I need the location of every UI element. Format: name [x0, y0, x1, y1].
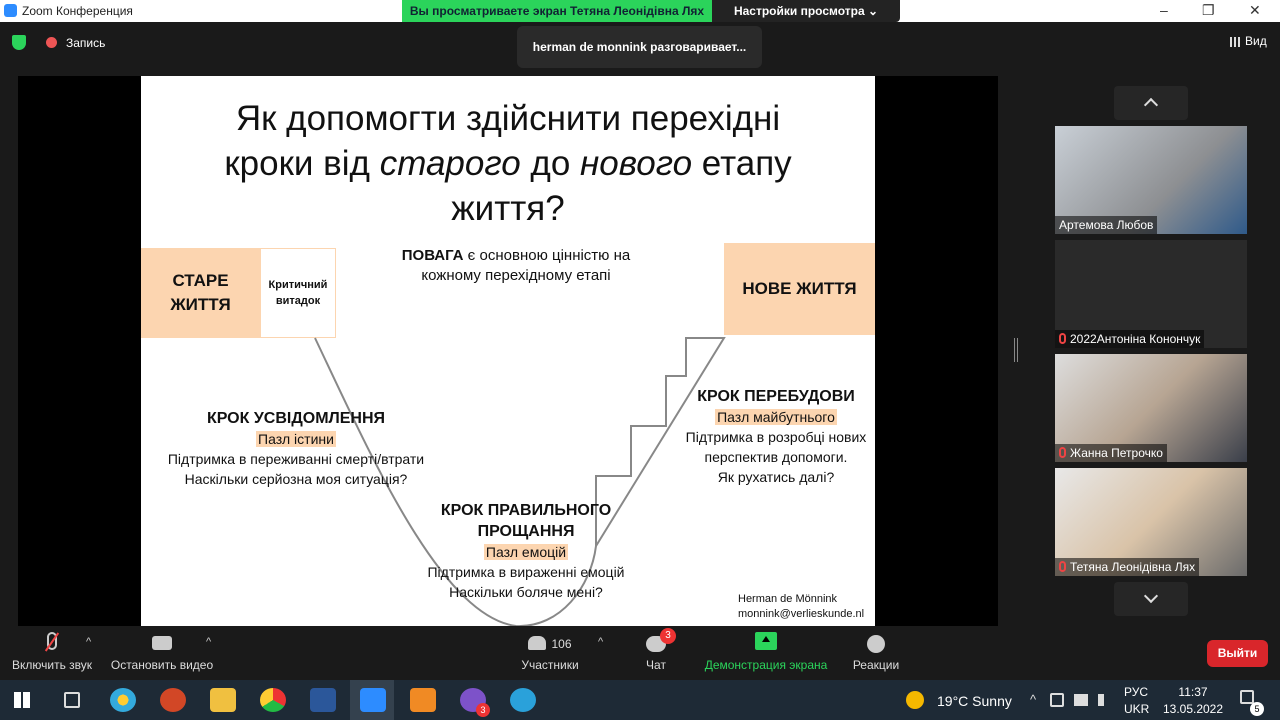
- telegram-icon[interactable]: [510, 688, 536, 712]
- reactions-button[interactable]: Реакции: [850, 632, 902, 672]
- participant-tile[interactable]: Тетяна Леонідівна Лях: [1055, 468, 1247, 576]
- view-button[interactable]: Вид: [1245, 34, 1267, 48]
- stop-video-button[interactable]: Остановить видео: [108, 632, 216, 672]
- chat-badge: 3: [660, 628, 676, 644]
- participant-tile[interactable]: Жанна Петрочко: [1055, 354, 1247, 462]
- network-icon[interactable]: [1074, 694, 1088, 706]
- muted-mic-icon: [1059, 333, 1066, 344]
- scroll-down-button[interactable]: [1114, 582, 1188, 616]
- scroll-up-button[interactable]: [1114, 86, 1188, 120]
- weather-text[interactable]: 19°C Sunny: [937, 693, 1012, 709]
- critical-event-box: Критичний витадок: [260, 248, 336, 338]
- view-settings-button[interactable]: Настройки просмотра ⌄: [712, 0, 900, 22]
- participant-tile[interactable]: Артемова Любов: [1055, 126, 1247, 234]
- presentation-slide: Як допомогти здійснити перехідні кроки в…: [141, 76, 875, 626]
- panel-resize-handle[interactable]: [1014, 338, 1018, 362]
- close-button[interactable]: ✕: [1249, 2, 1261, 18]
- viber-badge: 3: [476, 703, 490, 717]
- task-view-icon[interactable]: [64, 692, 80, 708]
- slide-title-line: життя?: [451, 189, 565, 228]
- transition-curve-diagram: [314, 337, 726, 626]
- security-shield-icon[interactable]: [12, 35, 26, 50]
- window-title: Zoom Конференция: [22, 4, 133, 18]
- tray-overflow-caret[interactable]: ^: [1030, 692, 1037, 707]
- chevron-down-icon: [1143, 588, 1159, 604]
- tray-icon[interactable]: [1050, 693, 1064, 707]
- chevron-up-icon: [1143, 97, 1159, 113]
- g-app-icon[interactable]: [410, 688, 436, 712]
- grid-icon[interactable]: [1230, 37, 1240, 47]
- recording-label: Запись: [66, 36, 106, 50]
- screen-share-banner: Вы просматриваете экран Тетяна Леонідівн…: [402, 0, 900, 22]
- audio-options-caret[interactable]: ^: [86, 636, 92, 648]
- powerpoint-icon[interactable]: [160, 688, 186, 712]
- leave-button[interactable]: Выйти: [1207, 640, 1268, 667]
- slide-title-line: кроки від старого до нового етапу: [224, 144, 792, 183]
- file-explorer-icon[interactable]: [210, 688, 236, 712]
- video-camera-icon: [152, 636, 172, 650]
- muted-mic-icon: [1059, 447, 1066, 458]
- chrome-icon[interactable]: [260, 688, 286, 712]
- participants-options-caret[interactable]: ^: [598, 636, 604, 648]
- new-life-box: НОВЕ ЖИТТЯ: [724, 243, 875, 335]
- viewing-label: Вы просматриваете экран Тетяна Леонідівн…: [402, 0, 712, 22]
- zoom-app-icon[interactable]: [360, 688, 386, 712]
- record-icon: [46, 37, 57, 48]
- share-screen-button[interactable]: Демонстрация экрана: [700, 632, 832, 672]
- word-icon[interactable]: [310, 688, 336, 712]
- active-speaker-label: herman de monnink разговаривает...: [517, 26, 762, 68]
- slide-title-line: Як допомогти здійснити перехідні: [235, 99, 781, 138]
- participant-tile[interactable]: 2022Антоніна Конончук: [1055, 240, 1247, 348]
- muted-mic-icon: [1059, 561, 1066, 572]
- volume-icon[interactable]: [1098, 694, 1108, 706]
- zoom-logo-icon: [4, 4, 17, 17]
- unmute-button[interactable]: Включить звук: [8, 632, 96, 672]
- edge-browser-icon[interactable]: [110, 688, 136, 712]
- old-life-box: СТАРЕ ЖИТТЯ: [141, 248, 260, 338]
- video-options-caret[interactable]: ^: [206, 636, 212, 648]
- share-screen-icon: [755, 632, 777, 650]
- maximize-button[interactable]: ❐: [1202, 2, 1215, 18]
- participants-icon: [528, 636, 547, 650]
- minimize-button[interactable]: –: [1160, 2, 1168, 18]
- weather-sun-icon: [906, 691, 924, 709]
- reaction-emoji-icon: [867, 635, 885, 653]
- notification-count: 5: [1250, 702, 1264, 716]
- respect-text: ПОВАГА є основною цінністю на кожному пе…: [401, 247, 631, 284]
- windows-start-icon[interactable]: [14, 692, 30, 708]
- notifications-icon[interactable]: [1240, 690, 1254, 704]
- muted-mic-icon: [44, 632, 60, 652]
